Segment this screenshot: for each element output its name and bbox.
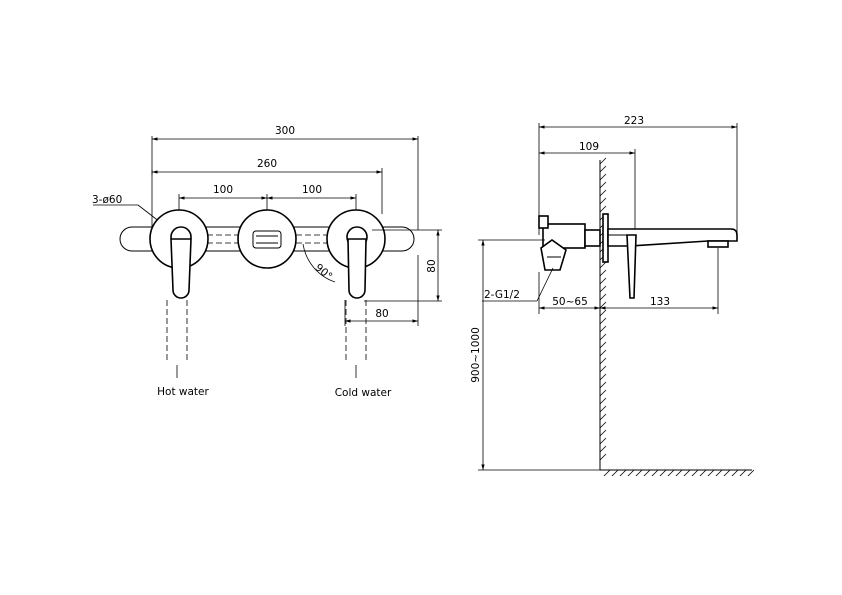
cold-lever-handle — [346, 226, 368, 299]
floor-hatch-line — [707, 469, 715, 477]
floor-hatch-line — [739, 469, 747, 477]
floor — [600, 469, 755, 477]
wall-hatch-line — [599, 189, 607, 197]
wall-hatch-line — [599, 309, 607, 317]
dim-install-height: 900~1000 — [470, 240, 600, 471]
spout-outlet — [252, 230, 282, 249]
wall-hatch-line — [599, 437, 607, 445]
floor-hatch-line — [651, 469, 659, 477]
dim-rosette: 3-ø60 — [92, 194, 161, 223]
hot-supply-pipe — [166, 300, 188, 378]
angle-label: 90° — [312, 262, 334, 283]
floor-hatch-line — [611, 469, 619, 477]
wall-hatch-line — [599, 293, 607, 301]
wall-hatch-line — [599, 333, 607, 341]
floor-hatch-line — [627, 469, 635, 477]
dim-overall-width: 300 — [151, 125, 419, 230]
side-view: 223 109 — [470, 115, 755, 477]
concealed-body — [538, 215, 601, 271]
dim-height: 80 — [364, 229, 442, 302]
wall-hatch-line — [599, 325, 607, 333]
dim-body-depth: 109 — [539, 141, 636, 235]
backplate-outline — [119, 226, 415, 252]
floor-hatch-line — [603, 469, 611, 477]
floor-hatch-line — [691, 469, 699, 477]
wall-hatch-line — [599, 165, 607, 173]
dim-50-65-label: 50~65 — [552, 296, 588, 308]
dim-260-label: 260 — [257, 158, 277, 170]
hot-lever-handle — [170, 226, 192, 299]
wall-hatch-line — [599, 381, 607, 389]
wall-hatch-line — [599, 397, 607, 405]
dim-100-right-label: 100 — [302, 184, 322, 196]
dim-80-vertical-label: 80 — [426, 259, 438, 272]
floor-hatch-line — [675, 469, 683, 477]
wall-hatch-line — [599, 277, 607, 285]
floor-hatch-line — [643, 469, 651, 477]
dim-109-label: 109 — [579, 141, 599, 153]
dim-connection: 2-G1/2 — [482, 267, 554, 302]
wall-hatch-line — [599, 445, 607, 453]
wall-hatch-line — [599, 173, 607, 181]
lever-side — [626, 234, 637, 299]
floor-hatch-line — [659, 469, 667, 477]
wall-hatch-line — [599, 373, 607, 381]
front-view: 300 260 100 100 3-ø60 — [92, 125, 442, 399]
wall-hatch-line — [599, 341, 607, 349]
cold-water-label: Cold water — [335, 387, 392, 399]
wall-hatch-line — [599, 413, 607, 421]
cold-supply-pipe — [345, 300, 367, 378]
dim-connection-label: 2-G1/2 — [484, 289, 520, 301]
floor-hatch-line — [747, 469, 755, 477]
dim-80-horizontal-label: 80 — [375, 308, 388, 320]
dim-100-left-label: 100 — [213, 184, 233, 196]
wall-hatch-line — [599, 197, 607, 205]
hot-water-label: Hot water — [157, 386, 209, 398]
wall-hatch-line — [599, 181, 607, 189]
wall-hatch-line — [599, 357, 607, 365]
dim-handle-span: 260 — [151, 158, 383, 214]
floor-hatch-line — [715, 469, 723, 477]
floor-hatch-line — [619, 469, 627, 477]
dim-133-label: 133 — [650, 296, 670, 308]
wall-hatch-line — [599, 349, 607, 357]
wall-hatch-line — [599, 317, 607, 325]
wall-hatch-line — [599, 405, 607, 413]
floor-hatch-line — [667, 469, 675, 477]
wall-hatch-line — [599, 365, 607, 373]
wall-hatch-line — [599, 285, 607, 293]
wall-hatch-line — [599, 389, 607, 397]
wall-hatch-line — [599, 453, 607, 461]
dim-900-1000-label: 900~1000 — [470, 327, 482, 383]
floor-hatch-line — [683, 469, 691, 477]
wall-hatch-line — [599, 261, 607, 269]
spout-side — [607, 228, 738, 248]
wall-hatch-line — [599, 301, 607, 309]
dim-total-depth: 223 — [538, 115, 738, 235]
dim-offset: 80 — [344, 255, 419, 326]
floor-hatch-line — [699, 469, 707, 477]
dim-spout: 133 — [600, 248, 719, 314]
dim-wall-depth: 50~65 — [538, 272, 600, 314]
wall — [599, 157, 607, 470]
wall-hatch-line — [599, 429, 607, 437]
floor-hatch-line — [731, 469, 739, 477]
floor-hatch-line — [723, 469, 731, 477]
dim-300-label: 300 — [275, 125, 295, 137]
wall-hatch-line — [599, 205, 607, 213]
rosette-center — [237, 209, 297, 269]
wall-hatch-line — [599, 157, 607, 165]
dim-rosette-label: 3-ø60 — [92, 194, 122, 206]
dim-223-label: 223 — [624, 115, 644, 127]
wall-hatch-line — [599, 269, 607, 277]
wall-hatch-line — [599, 421, 607, 429]
floor-hatch-line — [635, 469, 643, 477]
